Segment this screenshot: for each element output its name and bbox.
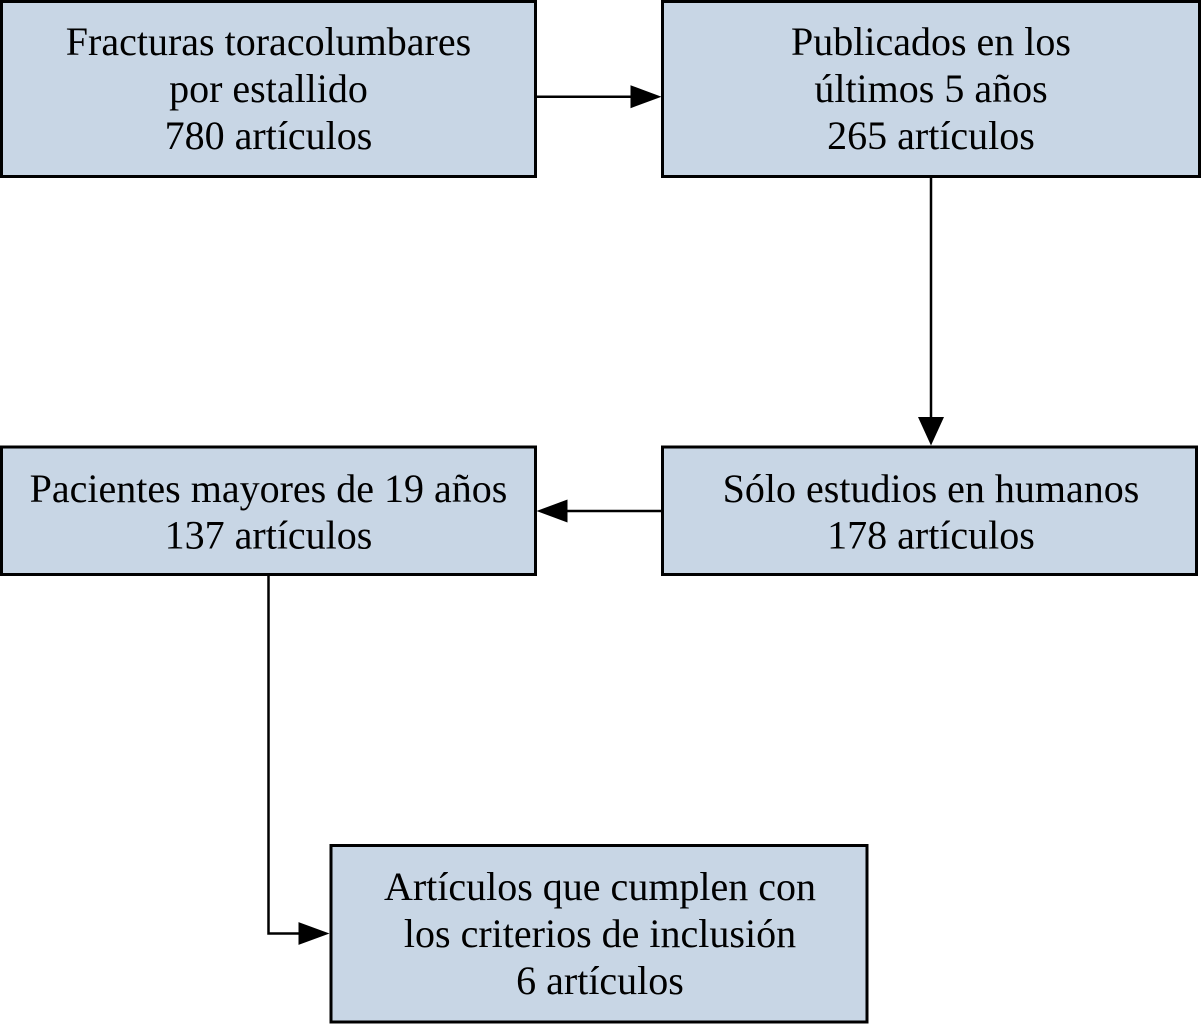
svg-text:por estallido: por estallido: [169, 66, 368, 111]
svg-text:6 artículos: 6 artículos: [516, 958, 684, 1003]
svg-text:los criterios de inclusión: los criterios de inclusión: [404, 911, 796, 956]
svg-text:Sólo estudios en humanos: Sólo estudios en humanos: [723, 466, 1140, 511]
svg-text:780 artículos: 780 artículos: [165, 113, 373, 158]
svg-text:178 artículos: 178 artículos: [827, 513, 1035, 558]
svg-text:últimos 5 años: últimos 5 años: [814, 66, 1047, 111]
svg-text:Artículos que cumplen con: Artículos que cumplen con: [384, 864, 816, 909]
svg-text:265 artículos: 265 artículos: [827, 113, 1035, 158]
svg-text:137 artículos: 137 artículos: [165, 513, 373, 558]
svg-text:Pacientes mayores de 19 años: Pacientes mayores de 19 años: [30, 466, 508, 511]
svg-text:Fracturas toracolumbares: Fracturas toracolumbares: [66, 19, 471, 64]
svg-text:Publicados en los: Publicados en los: [791, 19, 1071, 64]
